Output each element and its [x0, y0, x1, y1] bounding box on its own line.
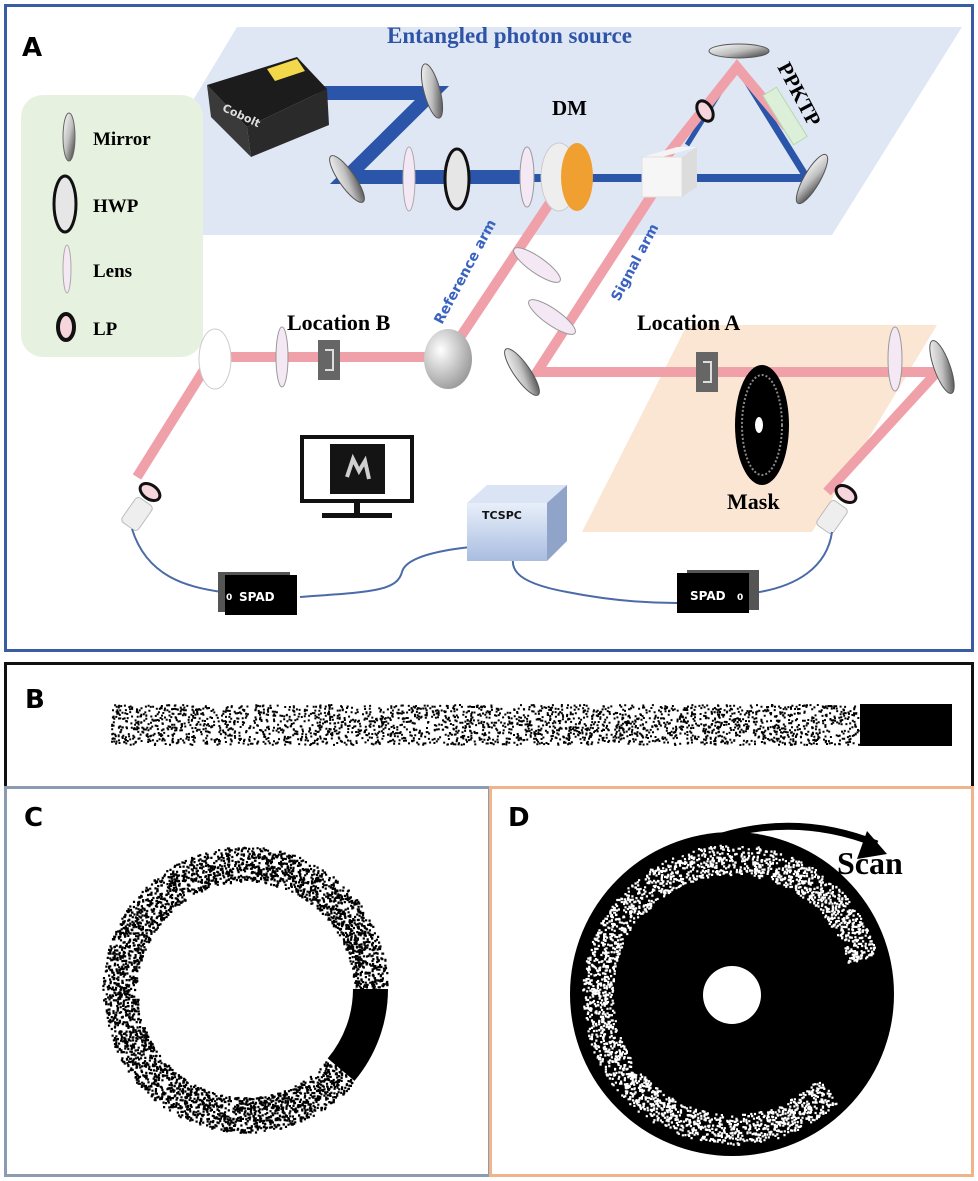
fiber-coupler-left	[121, 497, 153, 531]
tcspc-box: TCSPC	[467, 485, 567, 561]
monitor-icon	[300, 435, 414, 518]
mirror-icon	[62, 112, 76, 162]
disc-mask: Scan	[570, 822, 903, 1156]
panel-c-ring-mask: C	[4, 786, 491, 1177]
ring-blocked-section	[327, 989, 388, 1081]
legend-label-hwp: HWP	[93, 196, 139, 217]
mirror-5	[504, 348, 540, 396]
legend-label-mirror: Mirror	[93, 129, 151, 150]
aperture-b	[318, 340, 340, 380]
spad-left: SPAD 0	[218, 572, 297, 615]
lens-1	[402, 146, 416, 212]
ring-dots	[102, 846, 389, 1134]
ring-mask	[102, 846, 389, 1134]
fiber-left	[131, 528, 223, 593]
pump-beam	[317, 86, 527, 184]
ring-pattern	[102, 846, 389, 1134]
lens-3	[513, 247, 561, 283]
spad-right: SPAD 0	[677, 570, 759, 613]
setup-diagram: Cobolt	[21, 23, 962, 615]
panel-letter-a: A	[22, 33, 43, 63]
strip-blocked-section	[860, 704, 952, 746]
beam-splitter-cube	[641, 147, 697, 198]
mirror-1	[420, 63, 444, 119]
spad-right-label: SPAD	[690, 589, 726, 603]
fiber-left-tcspc	[299, 544, 493, 598]
mirror-2	[329, 155, 365, 203]
panel-letter-b: B	[25, 685, 45, 715]
mirror-7	[198, 328, 232, 390]
hwp-icon	[52, 174, 78, 234]
fiber-right	[752, 531, 833, 594]
tcspc-label: TCSPC	[482, 509, 522, 522]
strip-pattern	[111, 704, 860, 746]
dichroic-mirror	[540, 142, 593, 212]
lp-3	[834, 483, 858, 505]
legend: Mirror HWP Lens LP	[52, 112, 151, 342]
lens-icon	[62, 244, 72, 294]
aperture-a	[696, 352, 718, 392]
spad-left-label: SPAD	[239, 590, 275, 604]
lens-4	[528, 299, 576, 335]
lens-5	[275, 326, 289, 388]
disc-center-hole	[703, 966, 761, 1024]
scan-label: Scan	[837, 845, 903, 881]
mask-label: Mask	[727, 489, 780, 514]
mirror-3	[708, 43, 770, 59]
mirror-6	[929, 340, 955, 394]
source-title: Entangled photon source	[387, 23, 632, 48]
lp-icon	[56, 312, 76, 342]
location-b-label: Location B	[287, 310, 391, 335]
legend-label-lp: LP	[93, 319, 118, 340]
signal-arm-beam	[527, 184, 949, 496]
strip-dots	[111, 704, 860, 746]
panel-a-setup: Cobolt	[4, 4, 974, 652]
lens-6	[887, 326, 903, 392]
dm-label: DM	[552, 96, 587, 120]
lp-2	[138, 481, 162, 503]
panel-letter-d: D	[508, 803, 530, 833]
panel-b-mask-strip: B	[4, 662, 974, 786]
mirror-4	[795, 153, 829, 205]
laser-head: Cobolt	[207, 57, 329, 157]
location-a-label: Location A	[637, 310, 740, 335]
scan-arrowhead-icon	[857, 831, 887, 859]
scan-arrow-icon	[675, 822, 879, 858]
hwp-1	[443, 147, 471, 211]
fiber-coupler-right	[816, 500, 848, 534]
mask-disc	[735, 365, 789, 485]
spad-left-port: 0	[226, 593, 232, 603]
lp-1	[695, 99, 715, 123]
spad-right-port: 0	[737, 593, 743, 603]
fiber-right-tcspc	[511, 546, 678, 604]
ppktp-crystal	[762, 86, 808, 146]
lens-2	[519, 146, 535, 208]
mask-strip	[111, 704, 952, 746]
panel-d-disc-mask: D Scan	[489, 786, 974, 1177]
panel-letter-c: C	[24, 803, 44, 833]
beam-block-b	[424, 329, 472, 389]
legend-label-lens: Lens	[93, 261, 132, 282]
